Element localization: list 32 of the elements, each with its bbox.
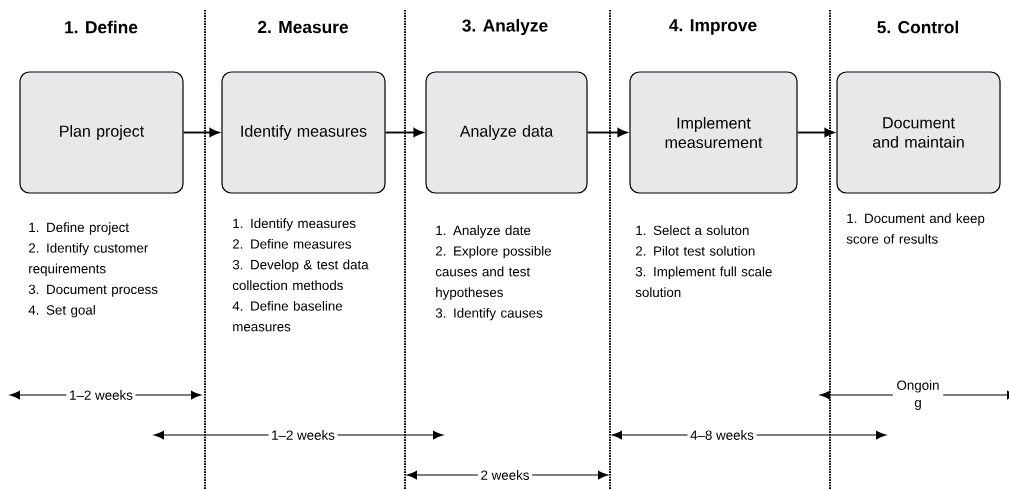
duration-label: Ongoin g [892, 377, 944, 413]
arrow [384, 128, 424, 137]
duration-label: 1–2 weeks [268, 427, 338, 443]
column-heading: 1. Define [65, 20, 138, 34]
step-list: 1. Document and keep score of results [846, 213, 985, 244]
process-box: Plan project [19, 71, 184, 194]
arrow [586, 128, 628, 137]
step-list: 1. Identify measures 2. Define measures 3. Develop & test data collection methods 4. Define baseline measures [232, 218, 369, 332]
step-list: 1. Define project 2. Identify customer requirements 3. Document process 4. Set goal [28, 222, 158, 318]
process-box: Document and maintain [836, 71, 1001, 194]
node-label: 2. Identify customer requirements [28, 242, 149, 277]
duration-label: 2 weeks [477, 467, 533, 483]
node-label: 1. Identify measures [233, 218, 356, 231]
arrow [182, 128, 220, 137]
duration-label: 4–8 weeks [687, 427, 757, 443]
process-box: Identify measures [221, 71, 386, 194]
node-label: 4. Define baseline measures [232, 300, 343, 332]
node-label: 1. Define project [29, 222, 129, 235]
step-list: 1. Analyze date 2. Explore possible causes and test hypotheses 3. Identify causes [435, 225, 551, 321]
node-label: 2. Define measures [232, 238, 352, 249]
process-box: Analyze data [425, 71, 588, 194]
step-list: 1. Select a soluton 2. Pilot test solution 3. Implement full scale solution [635, 225, 772, 298]
column-heading: 3. Analyze [462, 18, 548, 36]
node-label: 3. Develop & test data collection methods [232, 259, 369, 291]
node-label: 3. Document process [28, 284, 158, 297]
column-heading: 5. Control [877, 20, 959, 34]
arrow [796, 128, 835, 137]
duration-label: 1–2 weeks [66, 387, 136, 403]
column-heading: 4. Improve [669, 19, 757, 35]
column-heading: 2. Measure [258, 20, 348, 34]
process-box: Implement measurement [629, 71, 798, 194]
node-label: 4. Set goal [28, 304, 95, 318]
